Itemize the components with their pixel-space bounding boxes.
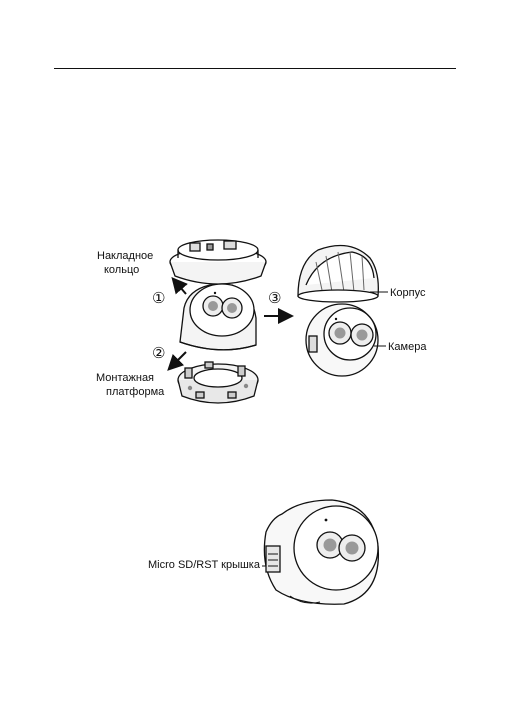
- housing-label: Корпус: [390, 287, 426, 299]
- mount-label-line1: Монтажная: [96, 372, 154, 384]
- camera-ball-illustration: [305, 303, 379, 377]
- trim-ring-label-line2: кольцо: [104, 264, 139, 276]
- camera-label: Камера: [388, 341, 427, 353]
- trim-ring-label-line1: Накладное: [97, 250, 153, 262]
- sd-cover-label: Micro SD/RST крышка: [148, 559, 261, 571]
- assembly-arrows: [167, 276, 294, 371]
- housing-illustration: [297, 244, 379, 303]
- step-2-marker: ②: [152, 344, 165, 362]
- mount-label-line2: платформа: [106, 386, 165, 398]
- mounting-platform-illustration: [177, 361, 259, 404]
- trim-ring-illustration: [169, 239, 267, 285]
- step-1-marker: ①: [152, 289, 165, 307]
- step-3-marker: ③: [268, 289, 281, 307]
- top-divider-line: [54, 68, 456, 69]
- assembled-dome-illustration: [179, 283, 257, 351]
- camera-sd-slot-illustration: [263, 499, 380, 605]
